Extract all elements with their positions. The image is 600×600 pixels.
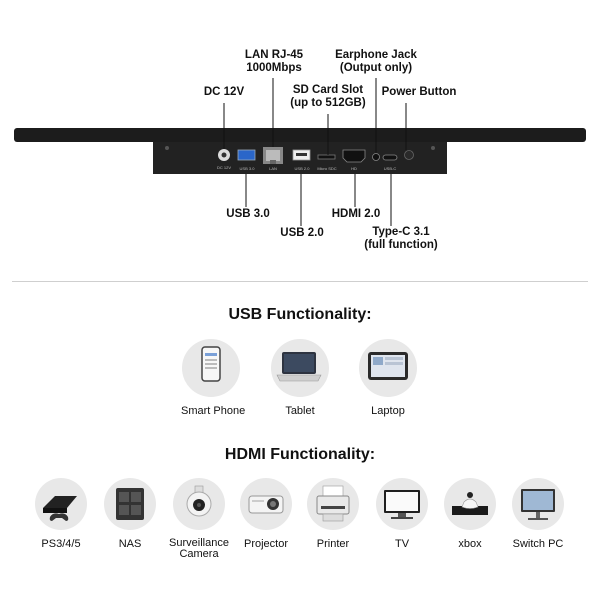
game-console-icon xyxy=(35,478,87,530)
port-diagram xyxy=(14,78,586,226)
port-label-lan: LAN xyxy=(269,166,277,171)
hdmi-item-ps: PS3/4/5 xyxy=(33,478,89,550)
usb-item-label: Smart Phone xyxy=(181,405,246,417)
hdmi-port xyxy=(342,149,366,163)
hdmi-item-switch-pc: Switch PC xyxy=(508,478,568,550)
projector-icon xyxy=(240,478,292,530)
monitor-edge xyxy=(14,128,586,142)
usb-item-tablet: Tablet xyxy=(270,339,330,417)
label-hdmi: HDMI 2.0 xyxy=(331,208,381,220)
section-divider xyxy=(12,281,588,282)
security-camera-icon xyxy=(173,478,225,530)
hdmi-section-title: HDMI Functionality: xyxy=(224,446,376,463)
power-button xyxy=(404,150,414,160)
port-label-sd: Micro SDC xyxy=(317,166,337,171)
monitor-icon xyxy=(512,478,564,530)
hdmi-item-tv: TV xyxy=(374,478,430,550)
nas-icon xyxy=(104,478,156,530)
hdmi-item-label: xbox xyxy=(458,538,482,550)
smartphone-icon xyxy=(182,339,240,397)
hdmi-item-label: TV xyxy=(394,538,410,550)
port-label-usb2: USB 2.0 xyxy=(294,166,310,171)
tv-icon xyxy=(376,478,428,530)
port-label-usb3: USB 3.0 xyxy=(239,166,255,171)
xbox-icon xyxy=(444,478,496,530)
label-power: Power Button xyxy=(381,86,457,98)
label-usb3: USB 3.0 xyxy=(226,208,270,220)
hdmi-item-label: Projector xyxy=(243,538,289,550)
tablet-icon xyxy=(359,339,417,397)
port-label-usbc: USB-C xyxy=(383,166,397,171)
printer-icon xyxy=(307,478,359,530)
usbc-port xyxy=(382,154,398,161)
hdmi-item-projector: Projector xyxy=(238,478,294,550)
usb-item-label: Tablet xyxy=(285,405,315,417)
label-sd: SD Card Slot(up to 512GB) xyxy=(290,84,366,109)
hdmi-item-label: PS3/4/5 xyxy=(41,538,81,550)
usb-item-laptop: Laptop xyxy=(358,339,418,417)
usb-item-smartphone: Smart Phone xyxy=(181,339,246,417)
hdmi-item-label: Printer xyxy=(316,538,350,550)
port-label-hdmi: HD xyxy=(351,166,357,171)
label-dc: DC 12V xyxy=(203,86,245,98)
lan-port xyxy=(263,147,283,164)
sd-slot xyxy=(317,154,336,160)
dc-port xyxy=(218,149,230,161)
label-earphone: Earphone Jack(Output only) xyxy=(335,49,417,74)
hdmi-item-label: Switch PC xyxy=(512,538,564,550)
laptop-icon xyxy=(271,339,329,397)
hdmi-item-nas: NAS xyxy=(102,478,158,550)
hdmi-item-xbox: xbox xyxy=(442,478,498,550)
hdmi-item-label: NAS xyxy=(118,538,142,550)
label-usb2: USB 2.0 xyxy=(280,227,324,239)
usb-item-label: Laptop xyxy=(371,405,405,417)
hdmi-item-printer: Printer xyxy=(305,478,361,550)
port-label-dc: DC 12V xyxy=(216,165,231,170)
usb3-port xyxy=(237,149,256,161)
label-typec: Type-C 3.1(full function) xyxy=(364,226,438,251)
earphone-port xyxy=(372,153,380,161)
usb-section-title: USB Functionality: xyxy=(228,306,372,323)
